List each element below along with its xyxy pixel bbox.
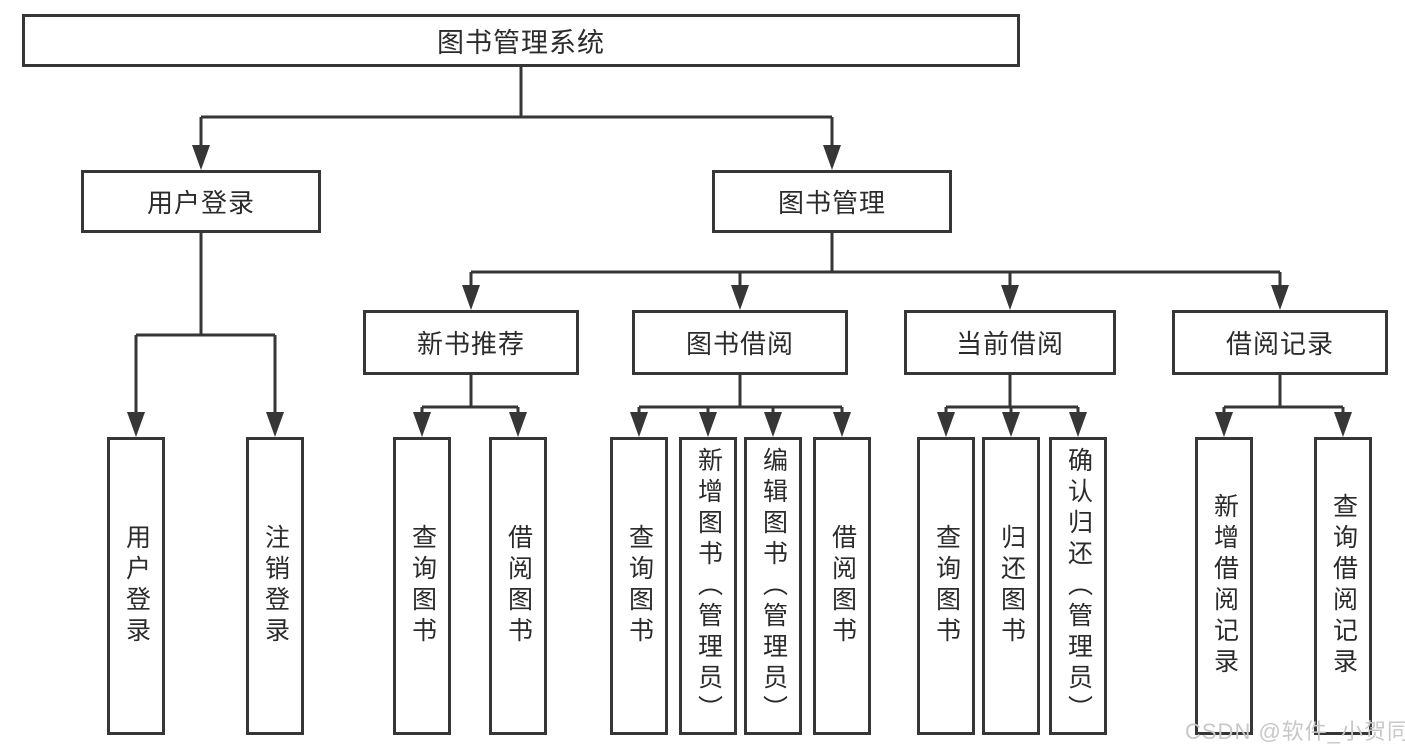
- leaf-logout-label: 注销登录: [261, 524, 290, 648]
- node-root: 图书管理系统: [22, 14, 1020, 67]
- leaf-query-books-borrowing-label: 查询图书: [625, 524, 654, 648]
- node-borrowing-records: 借阅记录: [1172, 310, 1388, 375]
- node-current-borrowing: 当前借阅: [904, 310, 1116, 375]
- node-book-management: 图书管理: [712, 170, 952, 233]
- leaf-edit-books-admin: 编辑图书（管理员）: [744, 437, 802, 735]
- leaf-query-borrow-record: 查询借阅记录: [1314, 437, 1372, 735]
- leaf-borrow-books-borrowing: 借阅图书: [813, 437, 871, 735]
- leaf-query-books-current: 查询图书: [917, 437, 975, 735]
- leaf-user-login: 用户登录: [107, 437, 165, 735]
- leaf-add-borrow-record-label: 新增借阅记录: [1210, 493, 1239, 679]
- leaf-add-borrow-record: 新增借阅记录: [1195, 437, 1253, 735]
- leaf-borrow-books-borrowing-label: 借阅图书: [828, 524, 857, 648]
- node-book-management-label: 图书管理: [777, 188, 886, 218]
- leaf-query-books-recommend-label: 查询图书: [408, 524, 437, 648]
- leaf-query-books-current-label: 查询图书: [932, 524, 961, 648]
- leaf-confirm-return-admin: 确认归还（管理员）: [1049, 437, 1107, 735]
- leaf-query-books-recommend: 查询图书: [393, 437, 451, 735]
- node-current-borrowing-label: 当前借阅: [955, 329, 1064, 359]
- node-book-borrowing: 图书借阅: [632, 310, 848, 375]
- leaf-add-books-admin-label: 新增图书（管理员）: [694, 446, 723, 726]
- node-borrowing-records-label: 借阅记录: [1225, 329, 1334, 359]
- leaf-query-borrow-record-label: 查询借阅记录: [1329, 493, 1358, 679]
- leaf-borrow-books-recommend: 借阅图书: [489, 437, 547, 735]
- node-book-borrowing-label: 图书借阅: [685, 329, 794, 359]
- node-root-label: 图书管理系统: [437, 28, 605, 58]
- node-new-book-recommend-label: 新书推荐: [416, 329, 525, 359]
- connector-line: [134, 67, 1345, 414]
- leaf-return-books: 归还图书: [982, 437, 1040, 735]
- leaf-query-books-borrowing: 查询图书: [610, 437, 668, 735]
- leaf-return-books-label: 归还图书: [997, 524, 1026, 648]
- node-user-login-label: 用户登录: [146, 188, 255, 218]
- leaf-borrow-books-recommend-label: 借阅图书: [504, 524, 533, 648]
- node-new-book-recommend: 新书推荐: [363, 310, 579, 375]
- leaf-add-books-admin: 新增图书（管理员）: [679, 437, 737, 735]
- leaf-logout: 注销登录: [246, 437, 304, 735]
- leaf-confirm-return-admin-label: 确认归还（管理员）: [1064, 446, 1093, 726]
- leaf-edit-books-admin-label: 编辑图书（管理员）: [759, 446, 788, 726]
- leaf-user-login-label: 用户登录: [122, 524, 151, 648]
- arrowhead-icon: [127, 145, 1352, 437]
- watermark: CSDN @软件_小贺同学: [1185, 719, 1405, 744]
- node-user-login: 用户登录: [81, 170, 321, 233]
